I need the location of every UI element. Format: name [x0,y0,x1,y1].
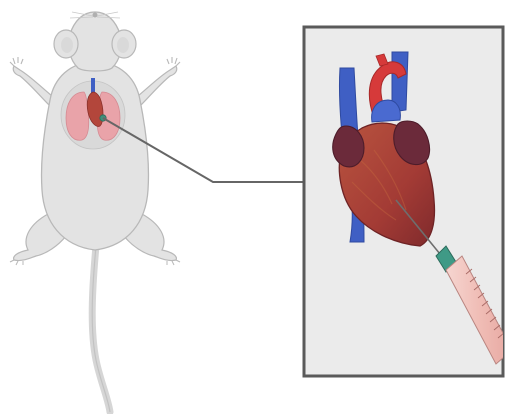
mouse-body-icon [10,12,180,412]
magnified-panel [304,27,507,376]
